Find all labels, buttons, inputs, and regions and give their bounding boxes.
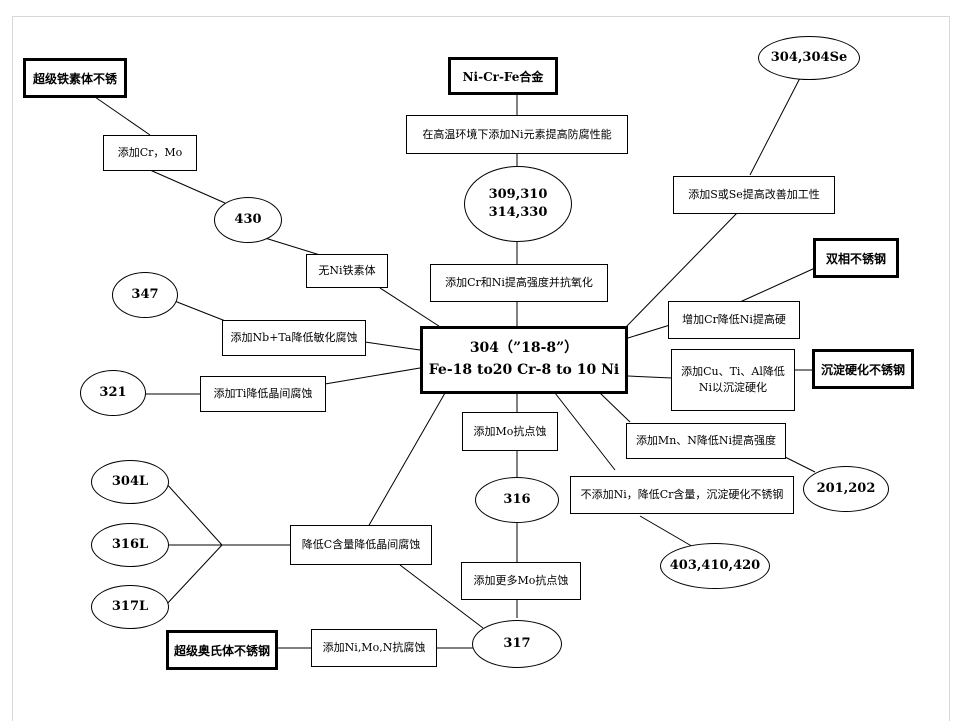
slide-frame <box>12 16 950 721</box>
connector <box>627 324 671 339</box>
connector <box>364 341 421 351</box>
connector <box>627 375 673 379</box>
grade-304l: 304L <box>91 460 169 504</box>
action-add-mo: 添加Mo抗点蚀 <box>462 412 558 451</box>
grade-321: 321 <box>80 370 146 416</box>
connector <box>171 299 229 323</box>
connector <box>164 481 223 546</box>
connector <box>324 367 421 385</box>
endpoint-precipitation: 沉淀硬化不锈钢 <box>812 349 914 389</box>
connector <box>264 237 321 256</box>
connector <box>94 96 151 136</box>
connector <box>554 392 616 471</box>
grade-309-310-314-330: 309,310 314,330 <box>464 166 572 242</box>
grade-430: 430 <box>214 197 282 243</box>
connector <box>164 544 223 607</box>
endpoint-super-ferritic: 超级铁素体不锈 <box>23 58 127 98</box>
action-add-cr-mo: 添加Cr，Mo <box>103 135 197 171</box>
connector <box>784 456 816 473</box>
connector <box>639 515 696 549</box>
grade-201-202: 201,202 <box>803 466 889 512</box>
action-add-nb-ta: 添加Nb+Ta降低敏化腐蚀 <box>222 320 366 356</box>
connector <box>149 169 226 204</box>
connector <box>599 392 631 423</box>
action-add-cr-lower-ni: 增加Cr降低Ni提高硬 <box>668 301 800 339</box>
center-composition: Fe-18 to20 Cr-8 to 10 Ni <box>428 362 620 378</box>
grade-304-304se: 304,304Se <box>758 36 860 80</box>
connector <box>739 267 816 303</box>
grade-317: 317 <box>472 620 562 668</box>
grade-403-410-420: 403,410,420 <box>660 543 770 589</box>
endpoint-super-austenitic: 超级奥氏体不锈钢 <box>166 630 278 670</box>
action-add-cr-ni: 添加Cr和Ni提高强度并抗氧化 <box>430 264 608 302</box>
action-add-ti: 添加Ti降低晶间腐蚀 <box>200 376 326 412</box>
action-add-more-mo: 添加更多Mo抗点蚀 <box>461 562 581 600</box>
action-add-cu-ti-al: 添加Cu、Ti、Al降低 Ni以沉淀硬化 <box>671 349 795 411</box>
grade-317l: 317L <box>91 585 169 629</box>
action-add-mn-n: 添加Mn、N降低Ni提高强度 <box>626 423 786 459</box>
connector <box>367 392 446 528</box>
grade-316l: 316L <box>91 523 169 567</box>
action-high-temp-ni: 在高温环境下添加Ni元素提高防腐性能 <box>406 115 628 154</box>
connector <box>749 77 801 176</box>
action-add-s-se: 添加S或Se提高改善加工性 <box>673 176 835 214</box>
action-add-ni-mo-n: 添加Ni,Mo,N抗腐蚀 <box>311 629 437 667</box>
grade-316: 316 <box>475 477 559 523</box>
center-title: 304（”18-8”） <box>469 340 579 357</box>
connector <box>379 287 446 331</box>
action-no-ni-ferrite: 无Ni铁素体 <box>306 254 388 288</box>
endpoint-duplex: 双相不锈钢 <box>813 238 899 278</box>
action-lower-c: 降低C含量降低晶间腐蚀 <box>290 525 432 565</box>
grade-347: 347 <box>112 272 178 318</box>
action-no-ni-lower-cr: 不添加Ni，降低Cr含量，沉淀硬化不锈钢 <box>570 476 794 514</box>
center-grade-304: 304（”18-8”） Fe-18 to20 Cr-8 to 10 Ni <box>420 326 628 394</box>
connector <box>399 564 484 629</box>
connector <box>624 211 739 329</box>
endpoint-ni-cr-fe-alloy: Ni-Cr-Fe合金 <box>448 57 558 95</box>
